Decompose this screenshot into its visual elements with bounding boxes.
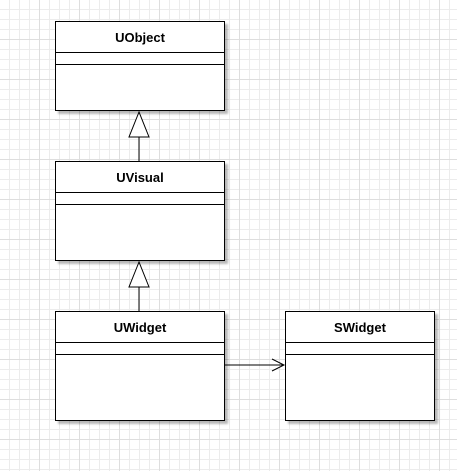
- attributes-compartment: [56, 53, 224, 65]
- class-box-uwidget[interactable]: UWidget: [55, 311, 225, 421]
- attributes-compartment: [286, 343, 434, 355]
- operations-compartment: [56, 65, 224, 110]
- class-box-uvisual[interactable]: UVisual: [55, 161, 225, 261]
- attributes-compartment: [56, 193, 224, 205]
- class-name: UWidget: [56, 312, 224, 343]
- class-name: UObject: [56, 22, 224, 53]
- class-box-swidget[interactable]: SWidget: [285, 311, 435, 421]
- class-box-uobject[interactable]: UObject: [55, 21, 225, 111]
- hollow-triangle-arrowhead: [128, 260, 150, 288]
- hollow-triangle-arrowhead: [128, 110, 150, 138]
- attributes-compartment: [56, 343, 224, 355]
- operations-compartment: [56, 355, 224, 420]
- open-arrowhead: [271, 358, 286, 372]
- class-name: SWidget: [286, 312, 434, 343]
- association-uwidget-to-swidget[interactable]: [225, 358, 286, 372]
- class-name: UVisual: [56, 162, 224, 193]
- operations-compartment: [56, 205, 224, 260]
- generalization-uwidget-to-uvisual[interactable]: [128, 260, 150, 311]
- generalization-uvisual-to-uobject[interactable]: [128, 110, 150, 161]
- operations-compartment: [286, 355, 434, 420]
